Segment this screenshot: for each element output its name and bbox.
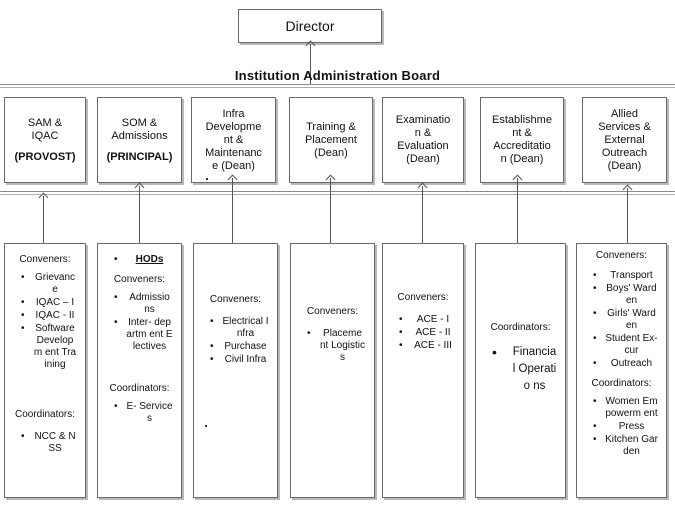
conveners-list: Grievanc e IQAC – I IQAC - II Software D… (9, 272, 81, 371)
sub-allied: Conveners: Transport Boys' Warden Girls'… (576, 243, 667, 498)
list-item: Outreach (581, 358, 662, 370)
list-item: IQAC - II (9, 310, 81, 322)
list-item: Grievanc e (9, 272, 81, 296)
unit-exam: Examinatio n & Evaluation (Dean) (382, 97, 464, 183)
arrow-infra (232, 178, 233, 243)
unit-name: Training & Placement (Dean) (305, 120, 357, 159)
list-item: Transport (581, 270, 662, 282)
unit-name: Establishme nt & Accreditatio n (Dean) (492, 114, 552, 165)
list-item: Women Empowerm ent (581, 396, 662, 420)
sub-infra: Conveners: Electrical Infra Purchase Civ… (193, 243, 278, 498)
unit-name: SAM & IQAC (27, 116, 63, 142)
list-item: Girls' Warden (581, 308, 662, 332)
coordinators-label: Coordinators: (490, 322, 551, 333)
conveners-label: Conveners: (397, 292, 449, 303)
list-item: Student Ex-cur (581, 333, 662, 357)
sub-establishment: Coordinators: Financial Operatio ns (475, 243, 566, 498)
director-arrow (310, 44, 311, 84)
hods-list: HODs (102, 254, 177, 266)
stray-dot (206, 178, 208, 180)
arrow-sam (43, 196, 44, 243)
arrow-exam (422, 186, 423, 243)
unit-role: (PRINCIPAL) (106, 150, 173, 163)
conveners-label: Conveners: (595, 250, 648, 261)
coordinators-list: Financial Operatio ns (480, 344, 561, 395)
hods-item: HODs (102, 254, 177, 266)
list-item: E- Services (102, 401, 177, 425)
conveners-label: Conveners: (19, 254, 71, 265)
unit-allied: Allied Services & External Outreach (Dea… (582, 97, 667, 183)
coordinators-label: Coordinators: (109, 383, 170, 394)
unit-name: Examinatio n & Evaluation (Dean) (395, 114, 451, 165)
unit-som-admissions: SOM & Admissions (PRINCIPAL) (97, 97, 182, 183)
list-item: Press (581, 421, 662, 433)
arrow-estab (517, 178, 518, 243)
unit-establishment: Establishme nt & Accreditatio n (Dean) (480, 97, 564, 183)
board-title: Institution Administration Board (234, 68, 441, 83)
list-item: ACE - III (387, 340, 459, 352)
sub-training: Conveners: Placeme nt Logistics (290, 243, 375, 498)
list-item: Financial Operatio ns (480, 344, 561, 395)
list-item: Inter- departm ent Electives (102, 317, 177, 353)
arrow-som (139, 186, 140, 243)
board-bottom-line (0, 191, 675, 192)
stray-dot (205, 425, 207, 427)
board-bottom-line-2 (0, 194, 675, 195)
conveners-label: Conveners: (113, 274, 166, 285)
coordinators-list: Women Empowerm ent Press Kitchen Garden (581, 396, 662, 458)
director-label: Director (285, 18, 335, 34)
unit-name: Infra Developme nt & Maintenanc e (Dean) (205, 107, 262, 172)
arrow-training (330, 178, 331, 243)
board-top-line-2 (0, 87, 675, 88)
list-item: Admissio ns (102, 292, 177, 316)
list-item: ACE - II (387, 327, 459, 339)
unit-name: SOM & Admissions (111, 116, 168, 142)
list-item: NCC & NSS (9, 431, 81, 455)
coordinators-list: NCC & NSS (9, 431, 81, 455)
sub-exam: Conveners: ACE - I ACE - II ACE - III (382, 243, 464, 498)
unit-infra: Infra Developme nt & Maintenanc e (Dean) (191, 97, 276, 183)
coordinators-list: E- Services (102, 401, 177, 425)
director-box: Director (238, 9, 382, 43)
list-item: IQAC – I (9, 297, 81, 309)
list-item: Purchase (198, 341, 273, 353)
unit-name: Allied Services & External Outreach (Dea… (598, 107, 651, 172)
unit-sam-iqac: SAM & IQAC (PROVOST) (4, 97, 86, 183)
coordinators-label: Coordinators: (14, 409, 76, 420)
conveners-list: Admissio ns Inter- departm ent Electives (102, 292, 177, 353)
conveners-list: Placeme nt Logistics (295, 328, 370, 364)
list-item: Software Developm ent Training (9, 323, 81, 371)
coordinators-label: Coordinators: (591, 378, 652, 389)
list-item: Kitchen Garden (581, 434, 662, 458)
conveners-list: Transport Boys' Warden Girls' Warden Stu… (581, 270, 662, 370)
unit-training: Training & Placement (Dean) (289, 97, 373, 183)
conveners-label: Conveners: (209, 294, 262, 305)
list-item: Electrical Infra (198, 316, 273, 340)
list-item: Placeme nt Logistics (295, 328, 370, 364)
list-item: ACE - I (387, 314, 459, 326)
arrow-allied (627, 188, 628, 243)
sub-som: HODs Conveners: Admissio ns Inter- depar… (97, 243, 182, 498)
conveners-list: ACE - I ACE - II ACE - III (387, 314, 459, 352)
sub-sam: Conveners: Grievanc e IQAC – I IQAC - II… (4, 243, 86, 498)
list-item: Civil Infra (198, 354, 273, 366)
board-top-line (0, 84, 675, 85)
conveners-list: Electrical Infra Purchase Civil Infra (198, 316, 273, 366)
unit-role: (PROVOST) (14, 150, 76, 163)
list-item: Boys' Warden (581, 283, 662, 307)
conveners-label: Conveners: (306, 306, 359, 317)
